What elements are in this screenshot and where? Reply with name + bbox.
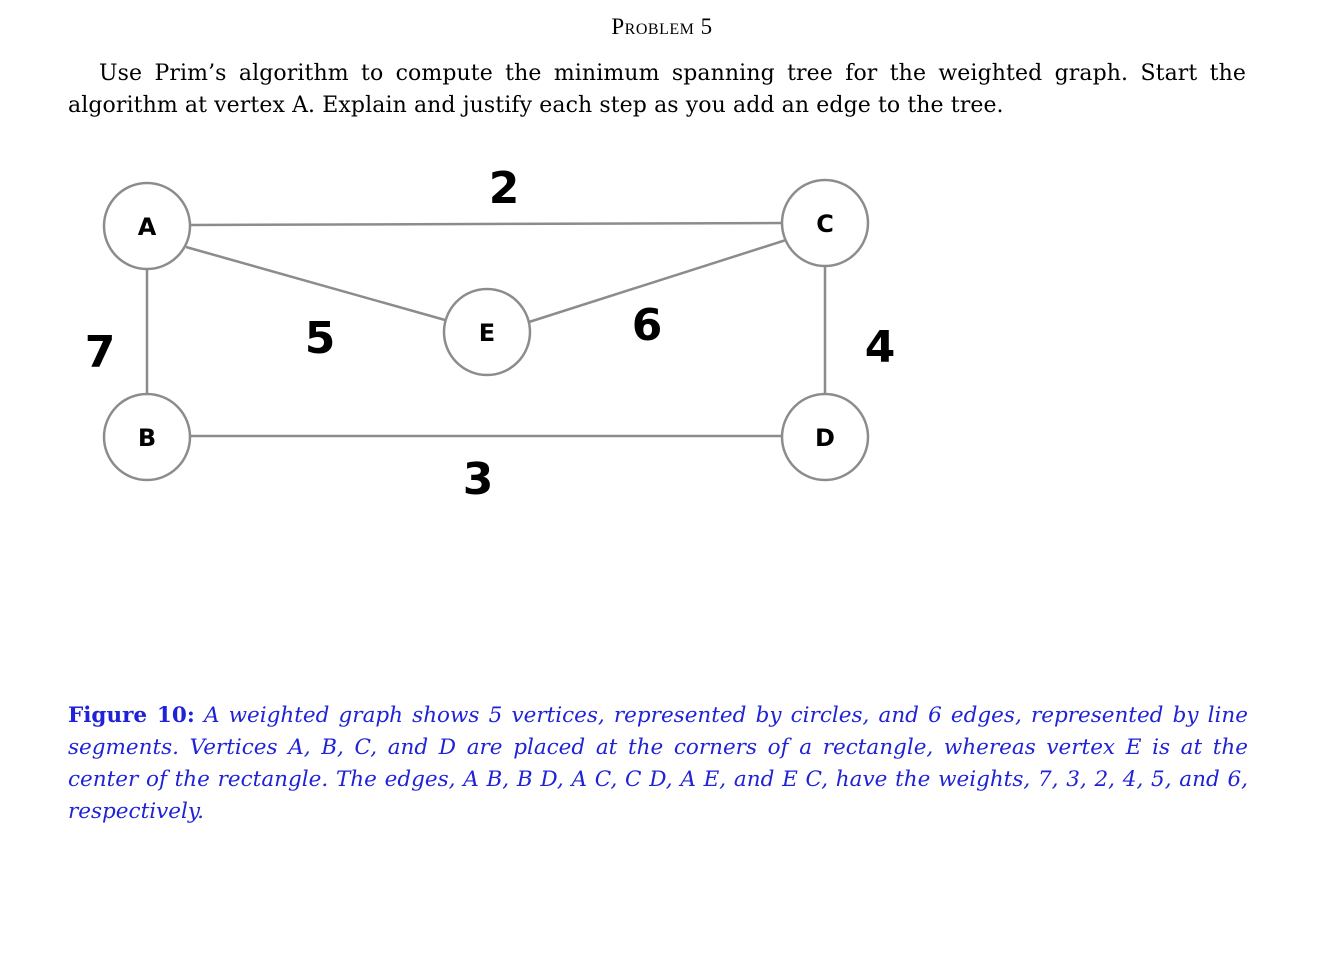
weight-e-c: 6 <box>632 300 663 351</box>
weight-a-b: 7 <box>85 327 116 378</box>
figure-caption: Figure 10: A weighted graph shows 5 vert… <box>68 700 1248 828</box>
vertex-e: E <box>442 287 532 377</box>
weighted-graph-figure: A B C D E 7 3 2 4 5 6 <box>60 140 960 520</box>
vertex-c-label: C <box>816 210 834 238</box>
problem-title-text: Problem 5 <box>611 14 713 39</box>
vertex-e-label: E <box>479 319 495 347</box>
weight-b-d: 3 <box>463 454 494 505</box>
weight-c-d: 4 <box>865 322 896 373</box>
graph-svg: A B C D E 7 3 2 4 5 6 <box>85 163 896 505</box>
figure-caption-label: Figure 10: <box>68 703 195 728</box>
vertex-d-label: D <box>815 424 835 452</box>
vertex-b-label: B <box>138 424 156 452</box>
figure-caption-text: A weighted graph shows 5 vertices, repre… <box>68 703 1248 824</box>
vertex-a-label: A <box>138 213 157 241</box>
vertex-d: D <box>780 392 870 482</box>
vertex-b: B <box>102 392 192 482</box>
weight-a-c: 2 <box>489 163 520 214</box>
problem-statement: Use Prim’s algorithm to compute the mini… <box>68 61 1246 118</box>
edge-a-e <box>185 245 446 322</box>
problem-title: Problem 5 <box>0 14 1324 40</box>
edge-e-c <box>528 238 787 324</box>
vertex-a: A <box>102 181 192 271</box>
vertex-c: C <box>780 178 870 268</box>
edge-a-c <box>190 221 783 227</box>
weight-a-e: 5 <box>305 313 336 364</box>
